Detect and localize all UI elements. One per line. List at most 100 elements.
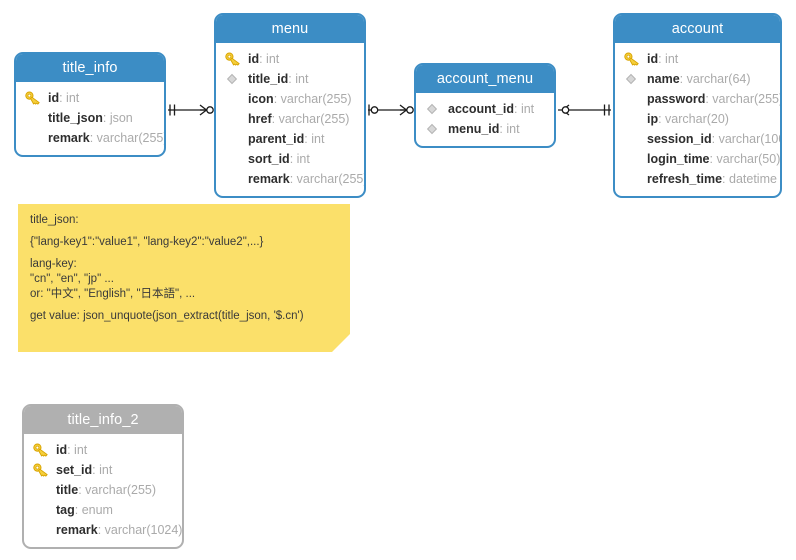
field-row[interactable]: href: varchar(255) (216, 109, 364, 129)
primary-key-icon (624, 52, 640, 66)
field-type: : int (67, 443, 88, 457)
field-type: : varchar(255) (273, 92, 352, 106)
field-name: parent_id (248, 132, 305, 146)
field-row[interactable]: remark: varchar(1024) (24, 520, 182, 540)
note-line: title_json: (30, 214, 79, 226)
entity-title-title_info_2: title_info_2 (24, 406, 182, 434)
field-name: remark (48, 131, 90, 145)
entity-title-menu: menu (216, 15, 364, 43)
primary-key-icon (225, 52, 241, 66)
field-type: : int (259, 52, 280, 66)
field-row[interactable]: id: int (615, 49, 780, 69)
field-name: name (647, 72, 680, 86)
field-type: : varchar(20) (658, 112, 729, 126)
field-name: title_json (48, 111, 103, 125)
field-name: refresh_time (647, 172, 723, 186)
relationship-title_info-menu[interactable] (166, 100, 214, 120)
field-type: : datetime (722, 172, 777, 186)
note-line: get value: json_unquote(json_extract(tit… (30, 310, 304, 322)
entity-title-title_info: title_info (16, 54, 164, 82)
field-row[interactable]: sort_id: int (216, 149, 364, 169)
field-type: : int (658, 52, 679, 66)
field-row[interactable]: title_id: int (216, 69, 364, 89)
field-type: : varchar(255) (271, 112, 350, 126)
field-type: : varchar(64) (679, 72, 751, 86)
field-row[interactable]: remark: varchar(255) (16, 128, 164, 148)
field-row[interactable]: icon: varchar(255) (216, 89, 364, 109)
field-name: set_id (56, 463, 93, 477)
field-row[interactable]: menu_id: int (416, 119, 554, 139)
primary-key-icon (33, 463, 49, 477)
field-row[interactable]: ip: varchar(20) (615, 109, 780, 129)
field-type: : json (102, 111, 133, 125)
field-row[interactable]: id: int (24, 440, 182, 460)
field-row[interactable]: set_id: int (24, 460, 182, 480)
field-row[interactable]: title_json: json (16, 108, 164, 128)
field-row[interactable]: tag: enum (24, 500, 182, 520)
field-row[interactable]: id: int (16, 88, 164, 108)
field-name: icon (248, 92, 274, 106)
field-type: : varchar(255) (289, 172, 366, 186)
field-type: : int (288, 72, 309, 86)
field-type: : varchar(255) (89, 131, 166, 145)
field-name: href (248, 112, 272, 126)
field-type: : varchar(100) (711, 132, 782, 146)
foreign-key-icon (425, 122, 441, 136)
field-type: : enum (74, 503, 113, 517)
foreign-key-icon (624, 72, 640, 86)
field-row[interactable]: account_id: int (416, 99, 554, 119)
field-name: title (56, 483, 79, 497)
foreign-key-icon (425, 102, 441, 116)
note-line: {"lang-key1":"value1", "lang-key2":"valu… (30, 236, 264, 248)
field-name: menu_id (448, 122, 500, 136)
field-row[interactable]: remark: varchar(255) (216, 169, 364, 189)
field-type: : varchar(255) (78, 483, 157, 497)
field-row[interactable]: name: varchar(64) (615, 69, 780, 89)
field-type: : int (304, 132, 325, 146)
field-row[interactable]: refresh_time: datetime (615, 169, 780, 189)
entity-title-account_menu: account_menu (416, 65, 554, 93)
relationship-account_menu-account[interactable] (556, 100, 613, 120)
sticky-note-title-json-note[interactable]: title_json: {"lang-key1":"value1", "lang-… (18, 204, 350, 352)
field-name: id (248, 52, 260, 66)
field-type: : int (289, 152, 310, 166)
primary-key-icon (25, 91, 41, 105)
field-type: : varchar(255) (705, 92, 782, 106)
field-name: sort_id (248, 152, 290, 166)
field-type: : int (59, 91, 80, 105)
field-row[interactable]: parent_id: int (216, 129, 364, 149)
field-name: id (647, 52, 659, 66)
field-type: : int (499, 122, 520, 136)
field-type: : int (514, 102, 535, 116)
field-name: account_id (448, 102, 514, 116)
field-name: id (56, 443, 68, 457)
field-row[interactable]: login_time: varchar(50) (615, 149, 780, 169)
field-row[interactable]: password: varchar(255) (615, 89, 780, 109)
relationship-menu-account_menu[interactable] (366, 100, 414, 120)
field-name: remark (56, 523, 98, 537)
foreign-key-icon (225, 72, 241, 86)
entity-title-account: account (615, 15, 780, 43)
field-name: session_id (647, 132, 712, 146)
field-row[interactable]: id: int (216, 49, 364, 69)
field-row[interactable]: title: varchar(255) (24, 480, 182, 500)
field-type: : varchar(1024) (97, 523, 183, 537)
field-name: remark (248, 172, 290, 186)
note-line: or: "中文", "English", "日本語", ... (30, 288, 196, 300)
field-name: title_id (248, 72, 289, 86)
field-row[interactable]: session_id: varchar(100) (615, 129, 780, 149)
note-line: lang-key: (30, 258, 77, 270)
note-line: "cn", "en", "jp" ... (30, 273, 114, 285)
field-type: : int (92, 463, 113, 477)
